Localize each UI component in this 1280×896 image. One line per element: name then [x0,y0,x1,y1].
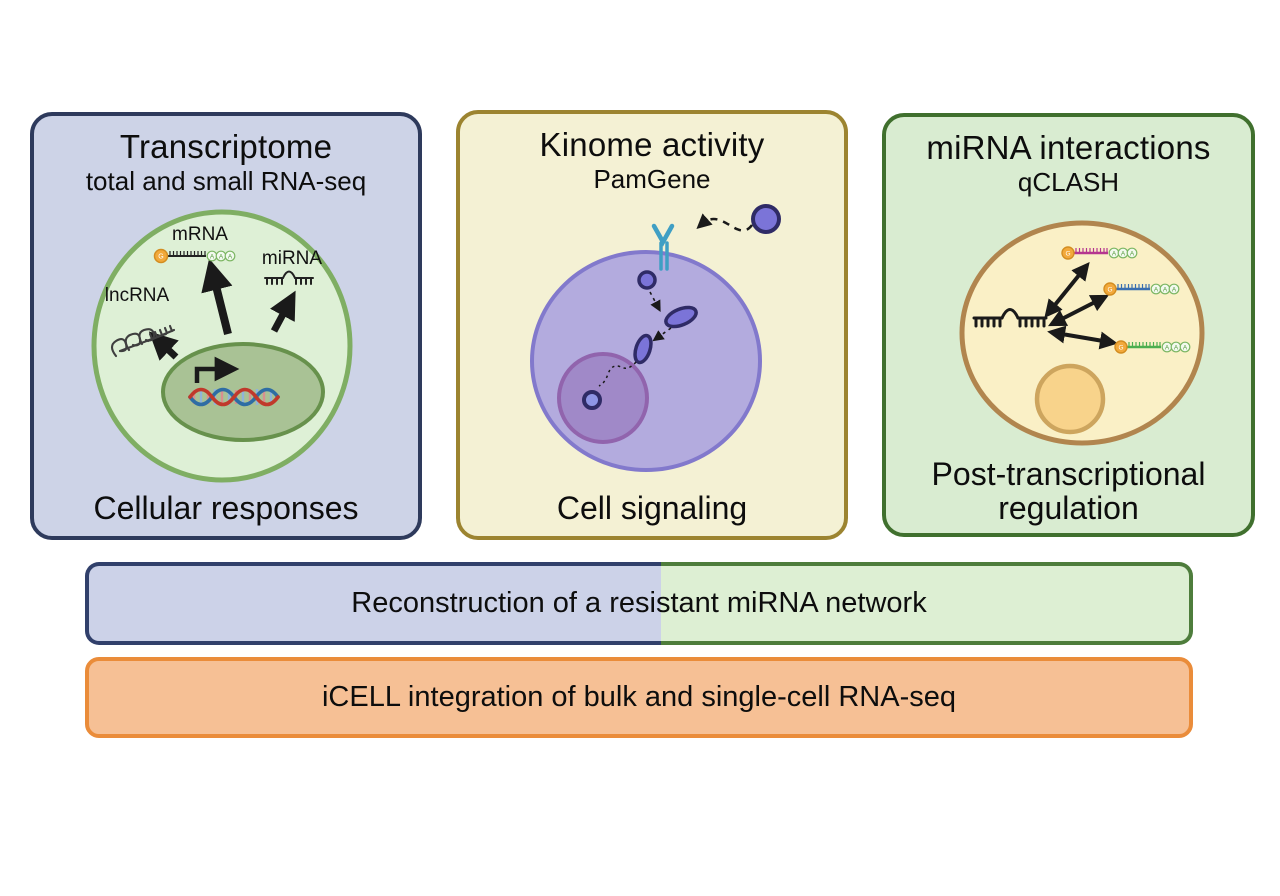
nucleus [1034,363,1106,435]
panel-subtitle: PamGene [593,163,711,194]
lncrna-icon [110,324,176,358]
mirna-hairpin-icon [972,308,1048,328]
lncrna-label: lncRNA [105,285,170,306]
mirna-hairpin-icon [264,270,314,285]
panel-subtitle: qCLASH [1017,166,1120,197]
mrna-icon: G A A A [153,248,236,264]
svg-text:A: A [1112,251,1117,258]
dna-helix-icon [188,387,280,407]
svg-text:A: A [219,254,224,261]
panel-title: miRNA interactions [926,129,1211,166]
arrow-to-mirna [270,290,296,333]
svg-text:A: A [1121,251,1126,258]
signal-molecule-2 [664,305,698,329]
panel-title: Transcriptome [119,128,333,165]
icell-bar-label: iCELL integration of bulk and single-cel… [321,681,957,713]
signaling-cell-illustration [530,204,781,472]
network-reconstruction-bar: Reconstruction of a resistant miRNA netw… [85,562,1193,645]
cascade-arrow-1 [649,291,661,312]
signal-molecule-1 [637,270,657,290]
svg-text:A: A [1163,287,1168,294]
mrna-label: mRNA [172,224,228,245]
mrna-target-1-icon: G A A A [1061,246,1138,260]
panel-title: Kinome activity [539,126,765,163]
ligand-icon [751,204,781,234]
panel-mirna-interactions: miRNA interactions qCLASH [882,113,1255,537]
network-bar-label: Reconstruction of a resistant miRNA netw… [351,587,927,619]
panel-caption: Cellular responses [93,490,359,527]
mrna-target-3-icon: G A A A [1114,340,1191,354]
cascade-arrow-3 [598,361,637,387]
svg-text:A: A [1154,287,1159,294]
panel-subtitle: total and small RNA-seq [85,165,367,196]
arrow-to-mrna [201,258,233,335]
panel-caption: Cell signaling [556,490,748,527]
transcriptome-cell-illustration: mRNA G A A A [91,209,353,483]
svg-text:G: G [1118,345,1123,352]
svg-text:A: A [1172,287,1177,294]
svg-text:A: A [1165,345,1170,352]
svg-text:G: G [1065,251,1070,258]
interaction-arrow-3 [1047,325,1118,350]
network-bar-right-half [661,562,1193,645]
svg-text:A: A [210,254,215,261]
ligand-arrow [696,213,754,232]
svg-text:A: A [228,254,233,261]
icell-integration-bar: iCELL integration of bulk and single-cel… [85,657,1193,738]
arrow-to-lncrna [148,331,179,361]
svg-text:A: A [1130,251,1135,258]
panel-kinome: Kinome activity PamGene [456,110,848,540]
network-bar-left-half [85,562,661,645]
svg-text:G: G [1107,287,1112,294]
transcription-start-arrow [194,356,240,383]
nucleus [557,352,649,444]
panel-caption: Post-transcriptional regulation [931,455,1206,527]
mirna-label: miRNA [262,248,322,269]
panel-transcriptome: Transcriptome total and small RNA-seq [30,112,422,540]
signal-molecule-3 [633,333,653,365]
mirna-interaction-illustration: G A A A G [959,220,1205,446]
cascade-arrow-2 [652,327,672,342]
svg-text:A: A [1183,345,1188,352]
interaction-arrow-2 [1047,294,1110,327]
svg-text:A: A [1174,345,1179,352]
receptor-icon [651,223,675,271]
mrna-target-2-icon: G A A A [1103,282,1180,296]
svg-text:G: G [158,254,163,261]
nuclear-signal-molecule [582,390,602,410]
